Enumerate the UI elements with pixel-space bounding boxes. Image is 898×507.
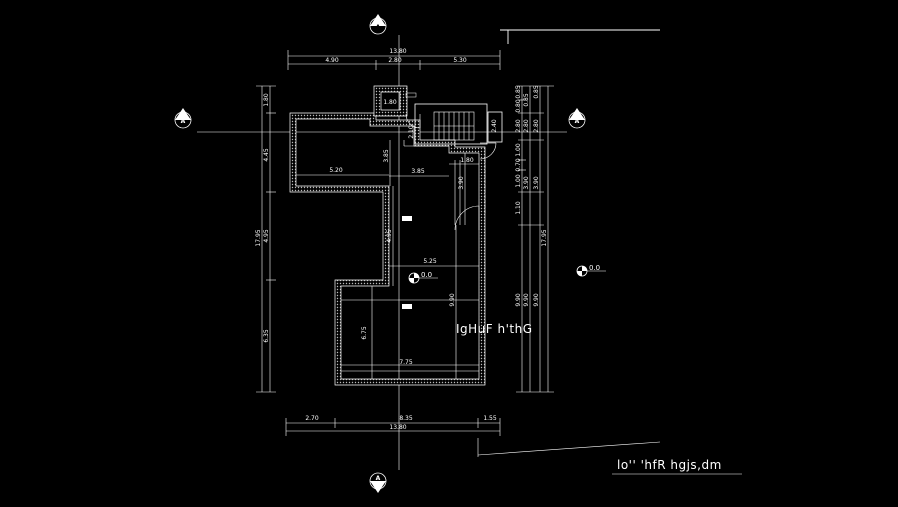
building-walls bbox=[289, 85, 503, 386]
dim-bottom-seg2: 8.35 bbox=[399, 415, 413, 422]
dim-right-a9: 9.90 bbox=[515, 293, 522, 307]
dim-bottom-overall: 13.80 bbox=[389, 424, 406, 431]
dim-right-b2: 2.80 bbox=[533, 119, 540, 133]
dim-inner-775: 7.75 bbox=[399, 359, 413, 366]
dim-right-b1: 0.85 bbox=[533, 85, 540, 99]
dim-right-a1: 0.85 bbox=[515, 85, 522, 99]
dim-left-seg4: 6.35 bbox=[263, 329, 270, 343]
section-label-right: A bbox=[575, 118, 580, 125]
dim-inner-210: 2.10 bbox=[408, 125, 415, 139]
dim-inner-180: 1.80 bbox=[460, 157, 474, 164]
dim-right-a7: 3.90 bbox=[523, 176, 530, 190]
dim-inner-675: 6.75 bbox=[361, 326, 368, 340]
dimension-texts: 13.80 4.90 2.80 5.30 13.80 2.70 8.35 1.5… bbox=[255, 48, 548, 431]
dim-right-a5: 0.70 bbox=[515, 158, 522, 172]
section-label-bottom: A bbox=[376, 475, 381, 482]
dim-inner-990: 9.90 bbox=[449, 293, 456, 307]
dim-bottom-seg3: 1.55 bbox=[483, 415, 497, 422]
dim-inner-385v: 3.85 bbox=[383, 149, 390, 163]
dim-right-a3: 2.80 bbox=[515, 119, 522, 133]
level-outside-value: 0.0 bbox=[589, 264, 600, 272]
level-inside-value: 0.0 bbox=[421, 271, 432, 279]
dim-right-a9b: 9.90 bbox=[523, 293, 530, 307]
room-label: IgHuF h'thG bbox=[456, 322, 533, 336]
section-marker-right: A bbox=[568, 108, 586, 129]
section-marker-bottom: A bbox=[369, 472, 387, 493]
dim-top-seg1: 4.90 bbox=[325, 57, 339, 64]
fixture-mark bbox=[402, 304, 412, 309]
section-lines bbox=[197, 35, 567, 470]
dim-right-a8: 1.10 bbox=[515, 201, 522, 215]
dim-right-a1b: 0.85 bbox=[523, 93, 530, 107]
dim-right-a6: 1.00 bbox=[515, 174, 522, 188]
level-marker-outside: 0.0 bbox=[576, 264, 606, 277]
dim-right-b3: 3.90 bbox=[533, 176, 540, 190]
dim-right-overall: 17.95 bbox=[541, 229, 548, 246]
fixture-mark bbox=[402, 216, 412, 221]
level-marker-inside: 0.0 bbox=[408, 271, 438, 284]
dim-inner-520: 5.20 bbox=[329, 167, 343, 174]
dim-right-b4: 9.90 bbox=[533, 293, 540, 307]
dim-inner-495: 4.95 bbox=[386, 229, 393, 243]
dim-inner-390: 3.90 bbox=[458, 176, 465, 190]
dim-right-a4: 1.00 bbox=[515, 143, 522, 157]
dim-top-seg2: 2.80 bbox=[388, 57, 402, 64]
dim-inner-180b: 1.80 bbox=[383, 99, 397, 106]
dim-right-a2: 0.80 bbox=[515, 99, 522, 113]
section-marker-top: A bbox=[369, 14, 387, 35]
dim-left-seg1: 1.80 bbox=[263, 93, 270, 107]
site-boundary bbox=[477, 29, 661, 457]
dim-top-seg3: 5.30 bbox=[453, 57, 467, 64]
plan-title: lo'' 'hfR hgjs,dm bbox=[617, 458, 722, 472]
section-marker-left: A bbox=[174, 108, 192, 129]
dim-left-seg3: 4.95 bbox=[263, 229, 270, 243]
dim-inner-525: 5.25 bbox=[423, 258, 437, 265]
dim-right-a3b: 2.80 bbox=[523, 119, 530, 133]
dim-inner-240: 2.40 bbox=[491, 119, 498, 133]
dim-left-overall: 17.95 bbox=[255, 229, 262, 246]
dim-inner-385h: 3.85 bbox=[411, 168, 425, 175]
dim-top-overall: 13.80 bbox=[389, 48, 406, 55]
section-label-left: A bbox=[181, 118, 186, 125]
dim-bottom-seg1: 2.70 bbox=[305, 415, 319, 422]
dim-left-seg2: 4.45 bbox=[263, 148, 270, 162]
section-label-top: A bbox=[376, 24, 381, 31]
stair bbox=[433, 111, 475, 141]
dimension-lines bbox=[256, 50, 554, 436]
